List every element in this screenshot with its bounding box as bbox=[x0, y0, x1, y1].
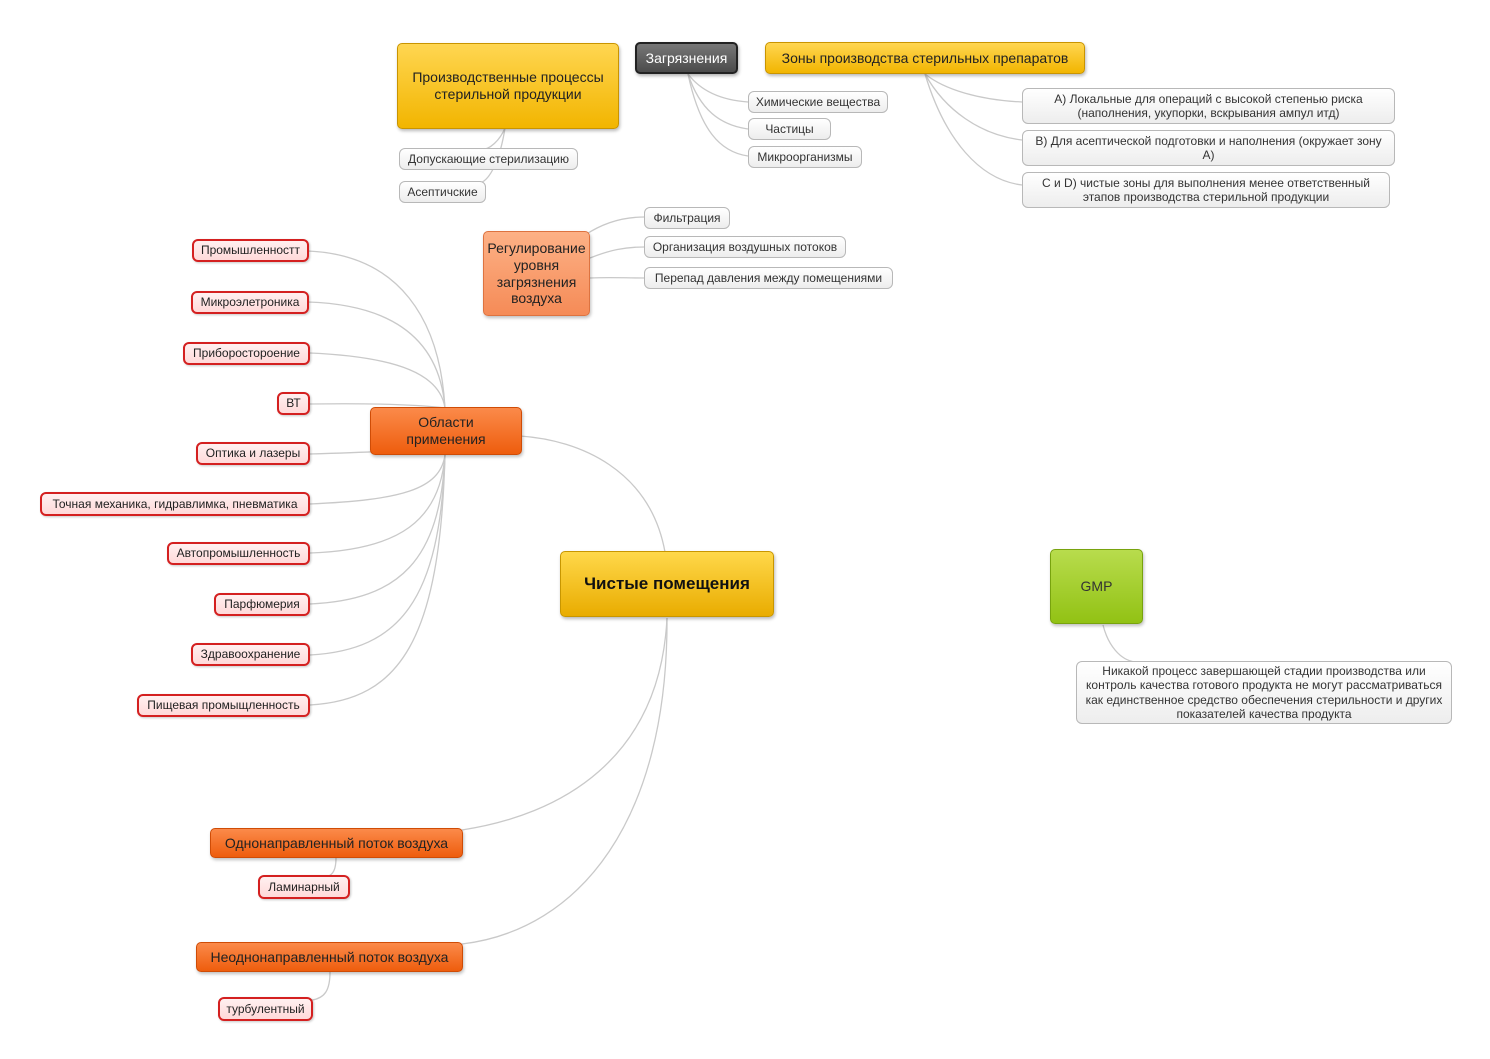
topic-air-contamination-regulation[interactable]: Регулирование уровня загрязнения воздуха bbox=[483, 231, 590, 316]
app-item-instrument[interactable]: Приборостороение bbox=[183, 342, 310, 365]
app-item-healthcare[interactable]: Здравоохранение bbox=[191, 643, 310, 666]
app-item-automotive[interactable]: Автопромышленность bbox=[167, 542, 310, 565]
app-item-label: Парфюмерия bbox=[224, 597, 300, 612]
link-zone-1 bbox=[924, 73, 1023, 103]
zone-item-label: С и D) чистые зоны для выполнения менее … bbox=[1042, 175, 1370, 204]
zone-item-a[interactable]: А) Локальные для операций с высокой степ… bbox=[1022, 88, 1395, 124]
contamination-item-microorganisms[interactable]: Микроорганизмы bbox=[748, 146, 862, 168]
flow-item-turbulent[interactable]: турбулентный bbox=[218, 997, 313, 1021]
app-item-label: Автопромышленность bbox=[176, 546, 301, 561]
link-cont-1 bbox=[687, 73, 749, 103]
flow-item-label: турбулентный bbox=[226, 1001, 305, 1016]
app-item-perfumery[interactable]: Парфюмерия bbox=[214, 593, 310, 616]
app-item-label: Здравоохранение bbox=[200, 647, 301, 662]
link-app-3 bbox=[309, 352, 446, 409]
production-item-label: Допускающие стерилизацию bbox=[408, 151, 569, 166]
production-item-sterilizable[interactable]: Допускающие стерилизацию bbox=[399, 148, 578, 170]
topic-unidirectional-flow-label: Однонаправленный поток воздуха bbox=[224, 834, 449, 851]
link-app-9 bbox=[309, 454, 446, 656]
topic-nonunidirectional-flow-label: Неоднонаправленный поток воздуха bbox=[210, 948, 449, 965]
app-item-mechanics[interactable]: Точная механика, гидравлимка, пневматика bbox=[40, 492, 310, 516]
zone-item-label: А) Локальные для операций с высокой степ… bbox=[1054, 91, 1363, 120]
topic-applications[interactable]: Области применения bbox=[370, 407, 522, 455]
app-item-vt[interactable]: ВТ bbox=[277, 392, 310, 415]
regulation-item-pressure[interactable]: Перепад давления между помещениями bbox=[644, 267, 893, 289]
zone-item-label: В) Для асептической подготовки и наполне… bbox=[1035, 133, 1382, 162]
zone-item-cd[interactable]: С и D) чистые зоны для выполнения менее … bbox=[1022, 172, 1390, 208]
link-turbulent-sub bbox=[311, 971, 331, 1001]
central-topic[interactable]: Чистые помещения bbox=[560, 551, 774, 617]
contamination-item-label: Частицы bbox=[765, 121, 814, 136]
topic-nonunidirectional-flow[interactable]: Неоднонаправленный поток воздуха bbox=[196, 942, 463, 972]
link-app-1 bbox=[307, 250, 446, 409]
link-reg-2 bbox=[589, 246, 645, 259]
regulation-item-filtration[interactable]: Фильтрация bbox=[644, 207, 730, 229]
link-app-6 bbox=[309, 454, 446, 505]
central-topic-label: Чистые помещения bbox=[584, 573, 750, 593]
app-item-label: Оптика и лазеры bbox=[205, 446, 301, 461]
link-app-10 bbox=[309, 454, 446, 706]
link-reg-1 bbox=[584, 216, 645, 236]
flow-item-label: Ламинарный bbox=[268, 879, 340, 894]
regulation-item-label: Перепад давления между помещениями bbox=[654, 270, 883, 285]
regulation-item-label: Организация воздушных потоков bbox=[652, 239, 838, 254]
contamination-item-particles[interactable]: Частицы bbox=[748, 118, 831, 140]
app-item-label: Микроэлетроника bbox=[200, 295, 300, 310]
app-item-label: Точная механика, гидравлимка, пневматика bbox=[52, 496, 298, 511]
link-zone-3 bbox=[924, 73, 1023, 186]
app-item-label: ВТ bbox=[286, 396, 301, 411]
contamination-item-label: Микроорганизмы bbox=[757, 149, 853, 164]
link-central-laminar bbox=[461, 617, 668, 831]
link-app-8 bbox=[309, 454, 446, 605]
topic-contamination-label: Загрязнения bbox=[645, 49, 728, 66]
link-gmp-note bbox=[1102, 624, 1136, 663]
link-central-applications bbox=[519, 435, 666, 553]
link-central-turbulent bbox=[461, 617, 668, 945]
link-app-7 bbox=[309, 454, 446, 554]
contamination-item-chemicals[interactable]: Химические вещества bbox=[748, 91, 888, 113]
topic-production-processes[interactable]: Производственные процессы стерильной про… bbox=[397, 43, 619, 129]
topic-air-contamination-regulation-label: Регулирование уровня загрязнения воздуха bbox=[487, 239, 586, 307]
gmp-note[interactable]: Никакой процесс завершающей стадии произ… bbox=[1076, 661, 1452, 724]
production-item-label: Асептичские bbox=[407, 184, 478, 199]
production-item-aseptic[interactable]: Асептичские bbox=[399, 181, 486, 203]
topic-applications-label: Области применения bbox=[406, 414, 486, 447]
link-zone-2 bbox=[924, 73, 1023, 141]
topic-production-processes-label: Производственные процессы стерильной про… bbox=[412, 69, 604, 102]
contamination-item-label: Химические вещества bbox=[755, 94, 881, 109]
app-item-industry[interactable]: Промышленностт bbox=[192, 239, 309, 262]
app-item-label: Приборостороение bbox=[193, 346, 300, 361]
topic-production-zones-label: Зоны производства стерильных препаратов bbox=[781, 49, 1069, 66]
topic-contamination[interactable]: Загрязнения bbox=[635, 42, 738, 74]
app-item-microelectronics[interactable]: Микроэлетроника bbox=[191, 291, 309, 314]
zone-item-b[interactable]: В) Для асептической подготовки и наполне… bbox=[1022, 130, 1395, 166]
app-item-optics[interactable]: Оптика и лазеры bbox=[196, 442, 310, 465]
app-item-food[interactable]: Пищевая промыщленность bbox=[137, 694, 310, 717]
link-cont-3 bbox=[687, 73, 749, 157]
app-item-label: Пищевая промыщленность bbox=[147, 698, 300, 713]
topic-production-zones[interactable]: Зоны производства стерильных препаратов bbox=[765, 42, 1085, 74]
link-app-2 bbox=[307, 301, 446, 409]
topic-unidirectional-flow[interactable]: Однонаправленный поток воздуха bbox=[210, 828, 463, 858]
regulation-item-airflow[interactable]: Организация воздушных потоков bbox=[644, 236, 846, 258]
link-cont-2 bbox=[687, 73, 749, 130]
regulation-item-label: Фильтрация bbox=[653, 210, 721, 225]
flow-item-laminar[interactable]: Ламинарный bbox=[258, 875, 350, 899]
app-item-label: Промышленностт bbox=[200, 243, 301, 258]
gmp-note-label: Никакой процесс завершающей стадии произ… bbox=[1085, 663, 1443, 721]
topic-gmp-label: GMP bbox=[1080, 578, 1113, 595]
topic-gmp[interactable]: GMP bbox=[1050, 549, 1143, 624]
